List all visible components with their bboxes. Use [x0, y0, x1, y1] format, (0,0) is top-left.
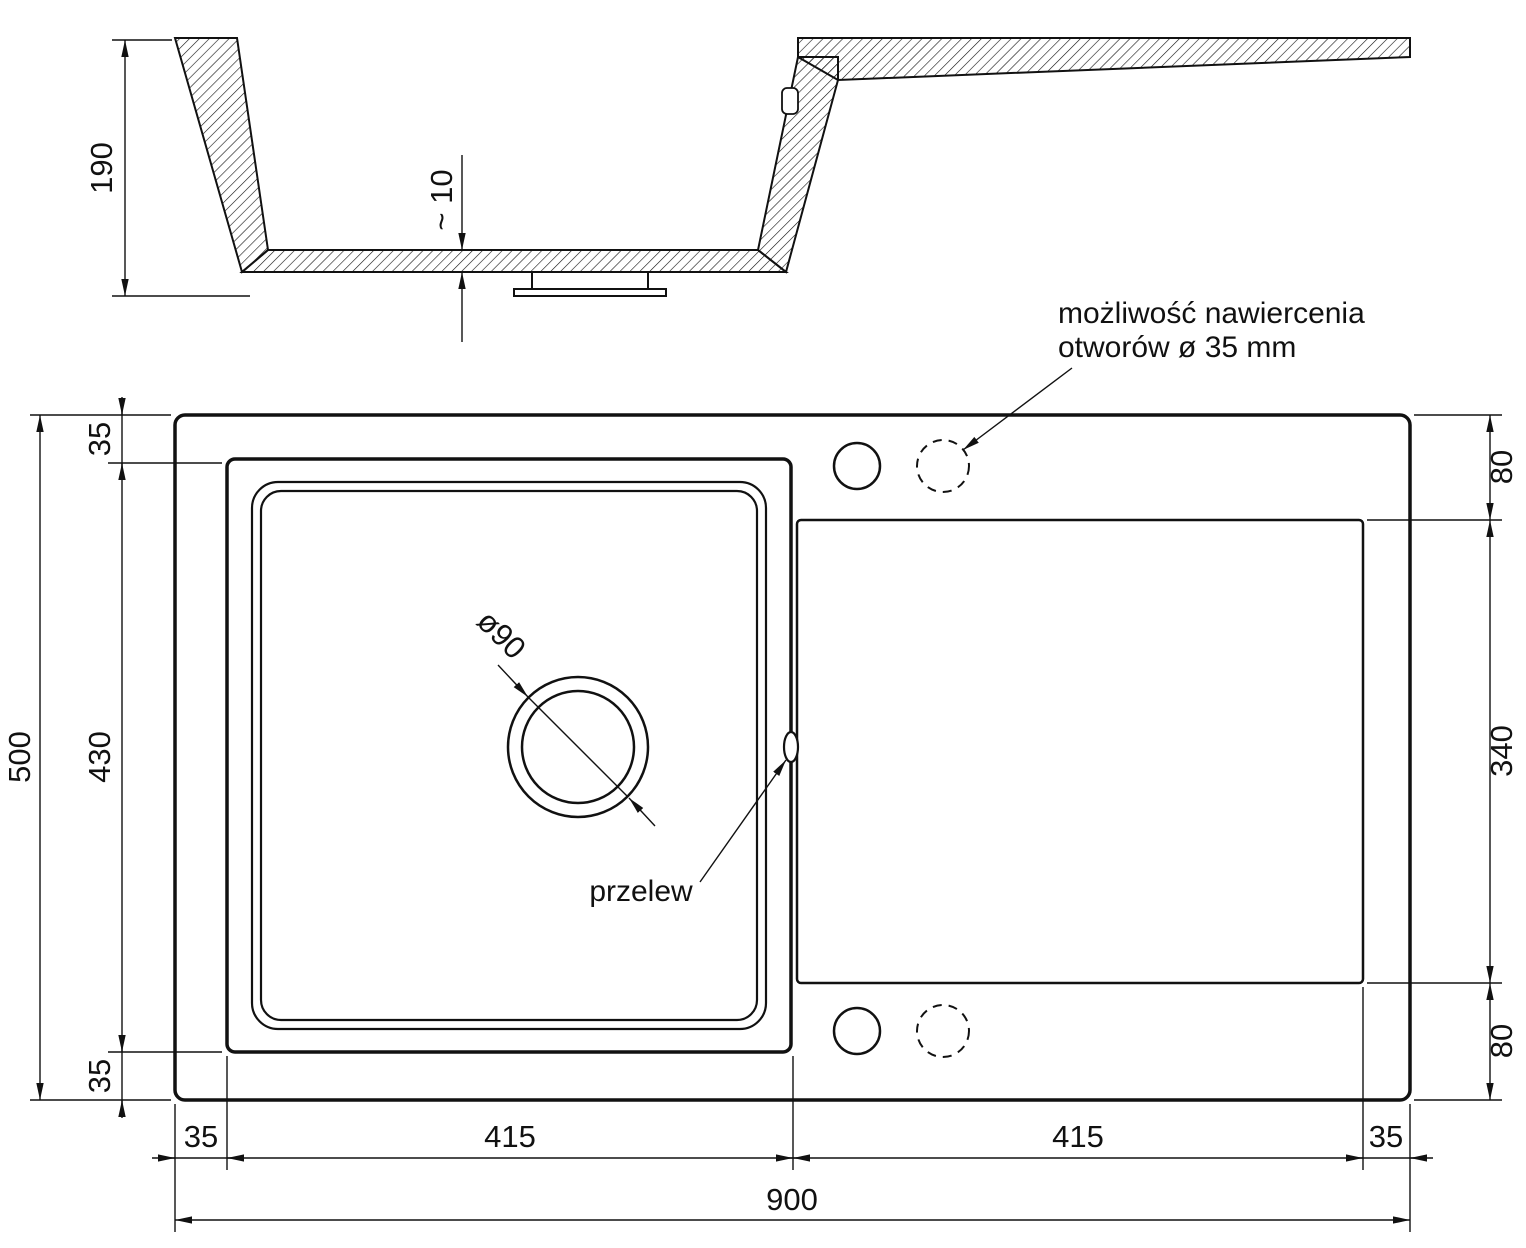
overflow-arrow: [699, 759, 787, 883]
drain-diameter-label: ø90: [470, 603, 533, 666]
section-right-wall: [756, 56, 839, 274]
dim-drainboard-width: 415: [1052, 1119, 1104, 1154]
dim-basin-inner-depth: 430: [82, 731, 117, 783]
dim-bottom-margin-right: 35: [1369, 1119, 1403, 1154]
section-bottom-slab: [239, 249, 789, 273]
optional-drill-hole-top: [916, 439, 970, 493]
drill-note-line2: otworów ø 35 mm: [1058, 331, 1296, 364]
drainboard-outline: [795, 518, 1365, 985]
drill-note-arrow: [962, 367, 1073, 451]
plan-annotations: możliwość nawiercenia otworów ø 35 mm pr…: [470, 297, 1365, 908]
section-drain-recess: [531, 271, 649, 290]
drain-arrow-upper: [497, 664, 529, 698]
drain-arrow-lower: [628, 797, 656, 827]
faucet-hole-top: [832, 441, 882, 491]
dim-bottom-thickness-label: ~ 10: [424, 169, 459, 230]
section-drain-lip: [513, 288, 667, 297]
section-drainboard: [797, 37, 1411, 82]
section-view: [173, 37, 1411, 297]
optional-drill-hole-bottom: [916, 1004, 970, 1058]
section-overflow-slot: [781, 87, 799, 115]
dim-drainboard-depth: 340: [1484, 725, 1519, 777]
dim-height-label: 190: [84, 142, 119, 194]
basin-inner-edge-outer: [250, 480, 768, 1031]
drain-hole-inner: [520, 689, 636, 805]
section-left-wall: [173, 37, 270, 274]
dim-left-margin-bottom: 35: [82, 1059, 117, 1093]
plan-view: [173, 413, 1412, 1102]
drain-hole-outer: [506, 675, 650, 819]
plan-dimensions: 500 35 430 35 80 340 80: [2, 397, 1519, 1232]
dim-right-margin-top: 80: [1484, 450, 1519, 484]
basin-inner-edge-inner: [259, 489, 759, 1022]
dim-width-total: 900: [766, 1182, 818, 1217]
dim-bottom-margin-left: 35: [184, 1119, 218, 1154]
dim-basin-width: 415: [484, 1119, 536, 1154]
overflow-slot: [782, 730, 800, 764]
section-dimensions: 190 ~ 10: [84, 39, 466, 342]
faucet-hole-bottom: [832, 1006, 882, 1056]
dim-left-margin-top: 35: [82, 422, 117, 456]
dim-right-margin-bottom: 80: [1484, 1024, 1519, 1058]
overflow-label: przelew: [589, 875, 693, 908]
dim-depth-total: 500: [2, 731, 37, 783]
drill-note-line1: możliwość nawiercenia: [1058, 297, 1365, 330]
drain-diameter-line: [527, 696, 629, 798]
